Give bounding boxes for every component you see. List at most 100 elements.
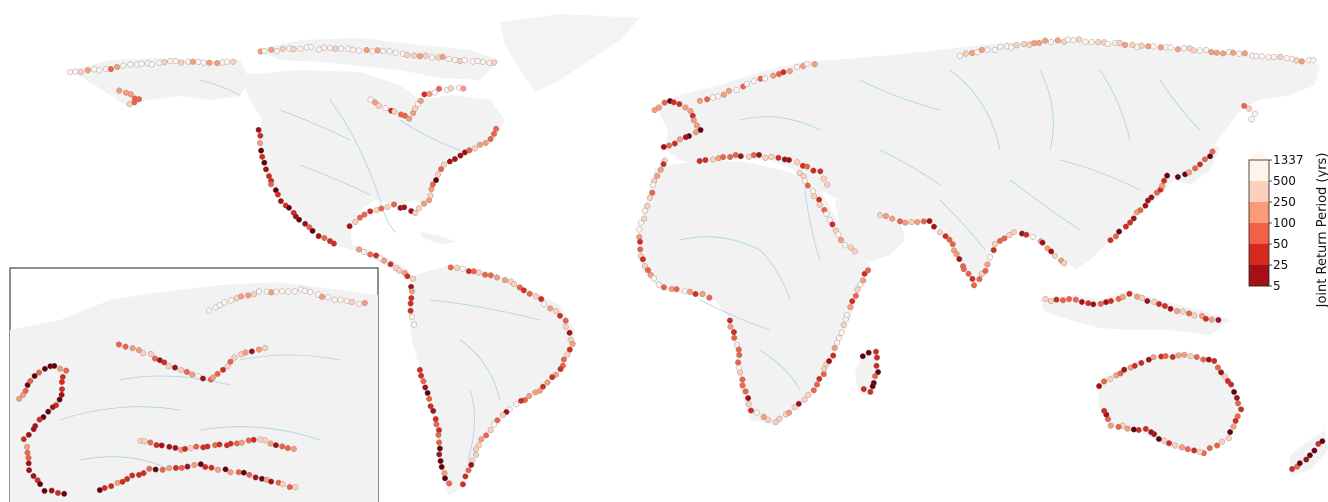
coastal-point (1138, 359, 1145, 366)
coastal-point (1306, 452, 1313, 459)
coastal-point (1048, 248, 1055, 255)
coastal-point (1088, 39, 1095, 46)
coastal-point (1298, 58, 1305, 65)
coastal-point (214, 370, 221, 377)
coastal-point (772, 419, 779, 426)
coastal-point (720, 91, 727, 98)
coastal-point (446, 158, 453, 165)
coastal-point (693, 122, 700, 129)
coastal-point (809, 188, 816, 195)
coastal-point (956, 52, 963, 59)
coastal-point (478, 436, 485, 443)
coastal-point (375, 102, 382, 109)
coastal-point (854, 286, 861, 293)
coastal-point (984, 46, 991, 53)
coastal-point (67, 69, 73, 76)
coastal-point (1145, 356, 1152, 363)
coastal-point (1150, 354, 1157, 361)
coastal-point (1296, 460, 1303, 467)
coastal-point (446, 480, 453, 487)
coastal-point (338, 45, 345, 52)
coastal-point (1138, 42, 1145, 49)
coastal-point (427, 192, 434, 199)
coastal-point (238, 439, 245, 446)
coastal-point (147, 439, 154, 446)
coastal-point (494, 417, 501, 424)
coastal-point (224, 363, 231, 370)
coastal-point (292, 484, 299, 491)
coastal-point (119, 478, 126, 485)
coastal-point (1265, 54, 1272, 61)
coastal-point (666, 142, 673, 149)
coastal-point (1197, 161, 1203, 168)
coastal-point (454, 264, 460, 271)
coastal-point (730, 329, 737, 336)
coastal-point (826, 217, 833, 223)
coastal-point (1072, 296, 1079, 303)
coastal-point (261, 159, 268, 166)
coastal-point (41, 365, 48, 372)
coastal-point (140, 350, 147, 357)
coastal-point (159, 466, 166, 473)
coastal-point (387, 261, 394, 268)
coastal-point (422, 384, 429, 391)
colorbar-cell (1249, 160, 1269, 182)
coastal-point (671, 140, 678, 147)
coastal-point (363, 47, 370, 54)
coastal-point (24, 443, 31, 450)
coastal-point (30, 473, 37, 479)
coastal-point (869, 383, 876, 390)
coastal-point (1122, 223, 1129, 230)
coastal-point (114, 479, 121, 486)
coastal-point (639, 256, 646, 263)
coastal-point (743, 81, 750, 88)
coastal-point (1075, 36, 1082, 43)
coastal-point (416, 53, 423, 60)
coastal-point (227, 358, 234, 365)
coastal-point (1181, 351, 1188, 358)
coastal-point (547, 305, 554, 312)
land-north-america (240, 70, 505, 275)
coastal-point (438, 463, 445, 470)
coastal-point (158, 442, 165, 449)
coastal-point (687, 108, 694, 115)
coastal-point (331, 296, 338, 303)
coastal-point (272, 442, 279, 449)
coastal-point (1174, 308, 1180, 315)
coastal-point (1023, 231, 1030, 238)
coastal-point (424, 390, 431, 396)
coastal-point (286, 204, 292, 211)
coastal-point (374, 47, 381, 54)
coastal-point (476, 269, 482, 276)
coastal-point (657, 166, 664, 173)
coastal-point (258, 147, 265, 154)
coastal-point (396, 267, 403, 274)
coastal-point (645, 267, 651, 274)
coastal-point (235, 469, 242, 476)
coastal-point (1184, 446, 1191, 453)
coastal-point (838, 237, 844, 243)
coastal-point (1150, 43, 1157, 50)
coastal-point (793, 64, 800, 71)
coastal-point (356, 214, 363, 221)
coastal-point (1214, 364, 1221, 371)
coastal-point (1095, 39, 1102, 46)
coastal-point (412, 105, 418, 112)
coastal-point (460, 85, 467, 92)
coastal-point (748, 407, 754, 414)
coastal-point (976, 276, 983, 283)
coastal-point (255, 126, 262, 133)
coastal-point (1258, 53, 1265, 60)
coastal-point (1192, 165, 1199, 172)
coastal-point (238, 293, 245, 300)
coastal-point (301, 287, 308, 294)
coastal-point (526, 393, 533, 399)
coastal-point (1116, 39, 1123, 46)
coastal-point (487, 136, 494, 142)
land-layer (70, 14, 1328, 495)
coastal-point (804, 61, 810, 67)
coastal-point (786, 157, 792, 163)
coastal-point (367, 96, 374, 103)
coastal-point (842, 242, 848, 249)
